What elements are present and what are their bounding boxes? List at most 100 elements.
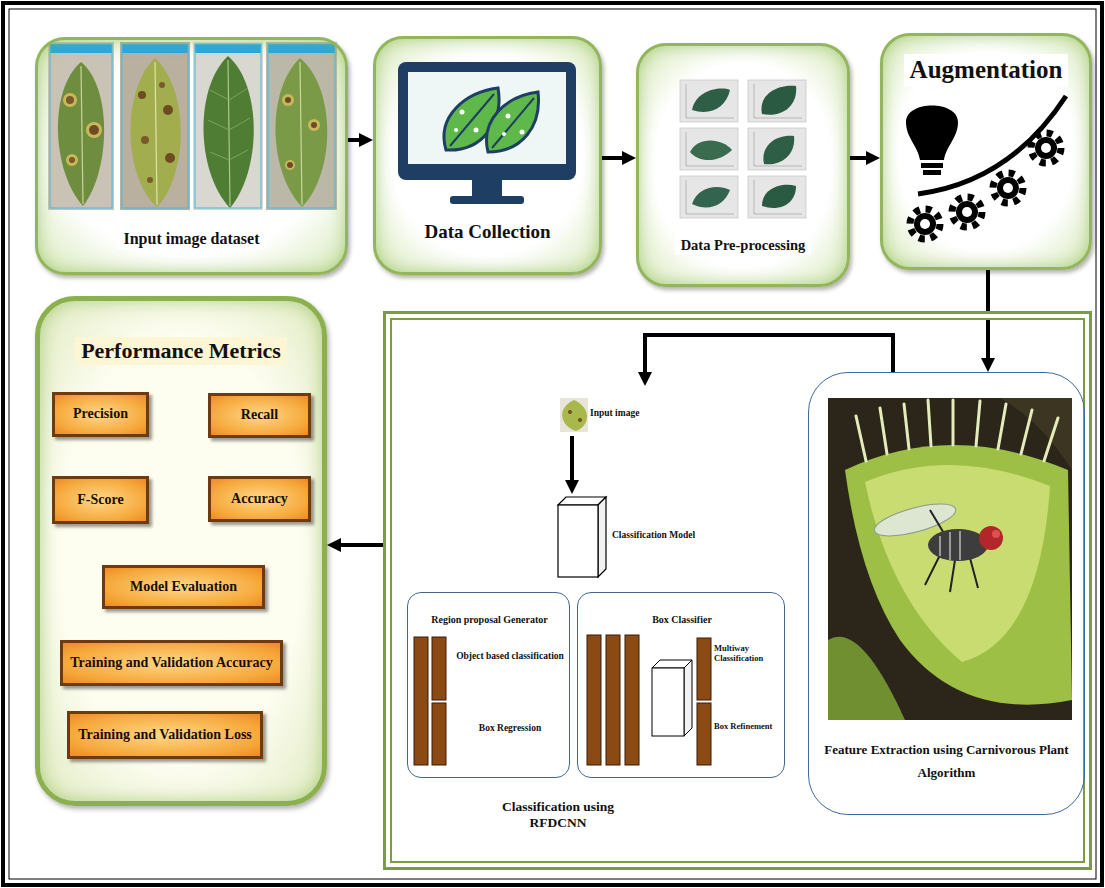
- thumbnail-grid: [748, 176, 806, 218]
- monitor-icon: [454, 128, 458, 132]
- leaf-photo: [69, 157, 75, 163]
- leaf-photo: [195, 44, 261, 53]
- box-label: Data Pre-processing: [675, 236, 812, 255]
- text-holder: Input image dataset: [38, 228, 345, 249]
- text-holder: Input image: [590, 402, 666, 420]
- metric-box: Recall: [208, 393, 311, 438]
- box-label: Augmentation: [904, 54, 1069, 86]
- text-holder: Model Evaluation: [105, 568, 262, 606]
- metric-box: Training and Validation Accuracy: [60, 640, 283, 686]
- input-leaf: [560, 398, 588, 432]
- box-text: Multiway Classification: [714, 643, 780, 663]
- thumbnail-grid: [754, 180, 802, 214]
- stage-box: Region proposal GeneratorObject based cl…: [407, 592, 570, 778]
- thumbnail-grid: [748, 80, 806, 122]
- metric-box: Training and Validation Loss: [67, 711, 263, 759]
- input-image: Input image: [556, 386, 668, 436]
- layer-bars: [587, 635, 601, 765]
- leaf-photo: [120, 42, 190, 210]
- input-leaf: [560, 398, 588, 432]
- box-fill: [35, 37, 348, 275]
- model-cube: [558, 505, 598, 577]
- outer-frame: [3, 3, 1102, 885]
- leaf-photo: [195, 44, 261, 208]
- text-holder: Data Collection: [376, 221, 599, 244]
- box-label: Training and Validation Loss: [78, 727, 252, 744]
- leaf-photo: [228, 60, 230, 206]
- text-holder: Accuracy: [211, 479, 308, 519]
- box-label: Training and Validation Accuracy: [70, 655, 272, 672]
- leaf-photo: [63, 93, 77, 107]
- layer-bars: [606, 635, 620, 765]
- idea-gears-icon: [921, 163, 943, 168]
- idea-gears-icon: [910, 209, 940, 239]
- thumbnail-grid: [692, 89, 730, 112]
- leaf-photo: [48, 42, 114, 210]
- box-fill: [880, 33, 1092, 270]
- layer-bars: [625, 635, 639, 765]
- thumbnail-grid: [680, 80, 738, 122]
- text-holder: Classification using RFDCNN: [478, 799, 638, 831]
- leaf-photo: [285, 97, 291, 103]
- box-label: Data Collection: [424, 221, 550, 244]
- box-text: Object based classification: [456, 651, 564, 662]
- text-holder: Performance Metrics: [40, 337, 322, 365]
- flow-arrow: [986, 270, 990, 366]
- monitor-icon: [398, 62, 576, 180]
- flow-arrow: [333, 543, 383, 547]
- flytrap-picture: [828, 398, 1072, 720]
- layer-bars: [652, 668, 684, 736]
- idea-gears-icon: [910, 209, 940, 239]
- box-label: Precision: [73, 406, 128, 423]
- text-holder: Recall: [211, 396, 308, 435]
- box-label: Classification Model: [612, 530, 695, 541]
- box-label: Performance Metrics: [75, 337, 287, 365]
- thumbnail-grid: [680, 176, 738, 218]
- idea-gears-icon: [914, 213, 936, 235]
- leaf-photo: [268, 44, 335, 53]
- layer-bars: [432, 637, 446, 700]
- idea-gears-icon: [952, 197, 982, 227]
- monitor-icon: [474, 128, 479, 133]
- text-holder: Augmentation: [883, 54, 1089, 86]
- leaf-photo: [122, 44, 188, 208]
- flow-arrow: [570, 436, 574, 488]
- leaf-photo: [86, 122, 102, 138]
- idea-gears-icon: [1041, 143, 1051, 153]
- outer-frame: [9, 9, 1096, 879]
- leaf-photo: [208, 88, 250, 160]
- leaf-photo: [163, 105, 173, 115]
- leaf-photo: [266, 42, 337, 210]
- leaf-photo: [193, 42, 263, 210]
- process-box: Input image dataset: [35, 37, 348, 275]
- idea-gears-icon: [1035, 137, 1057, 159]
- leaf-photo: [159, 82, 165, 88]
- thumbnail-grid: [761, 86, 796, 115]
- text-holder: Box Refinement: [714, 715, 780, 733]
- text-holder: Object based classification: [456, 645, 564, 663]
- flytrap-picture: [856, 400, 1058, 461]
- thumbnail-grid: [748, 128, 806, 170]
- text-holder: Feature Extraction using Carnivorous Pla…: [819, 739, 1074, 785]
- leaf-photo: [48, 42, 114, 210]
- idea-gears-icon: [906, 106, 958, 161]
- leaf-photo: [81, 66, 83, 204]
- leaf-photo: [50, 44, 112, 208]
- metric-box: Accuracy: [208, 476, 311, 522]
- thumbnail-grid: [748, 80, 806, 122]
- feature-box: Feature Extraction using Carnivorous Pla…: [808, 372, 1085, 815]
- box-label: Classification using RFDCNN: [478, 799, 638, 831]
- thumbnail-grid: [680, 128, 738, 170]
- input-leaf: [562, 400, 587, 431]
- idea-gears-icon: [923, 170, 941, 175]
- leaf-photo: [311, 122, 317, 128]
- thumbnail-grid: [762, 185, 796, 208]
- leaf-photo: [66, 154, 78, 166]
- flow-arrow: [602, 156, 630, 160]
- thumbnail-grid: [748, 128, 806, 170]
- box-text: Box Refinement: [714, 721, 772, 731]
- box-fill: [35, 33, 1092, 806]
- layer-bars: [587, 635, 711, 765]
